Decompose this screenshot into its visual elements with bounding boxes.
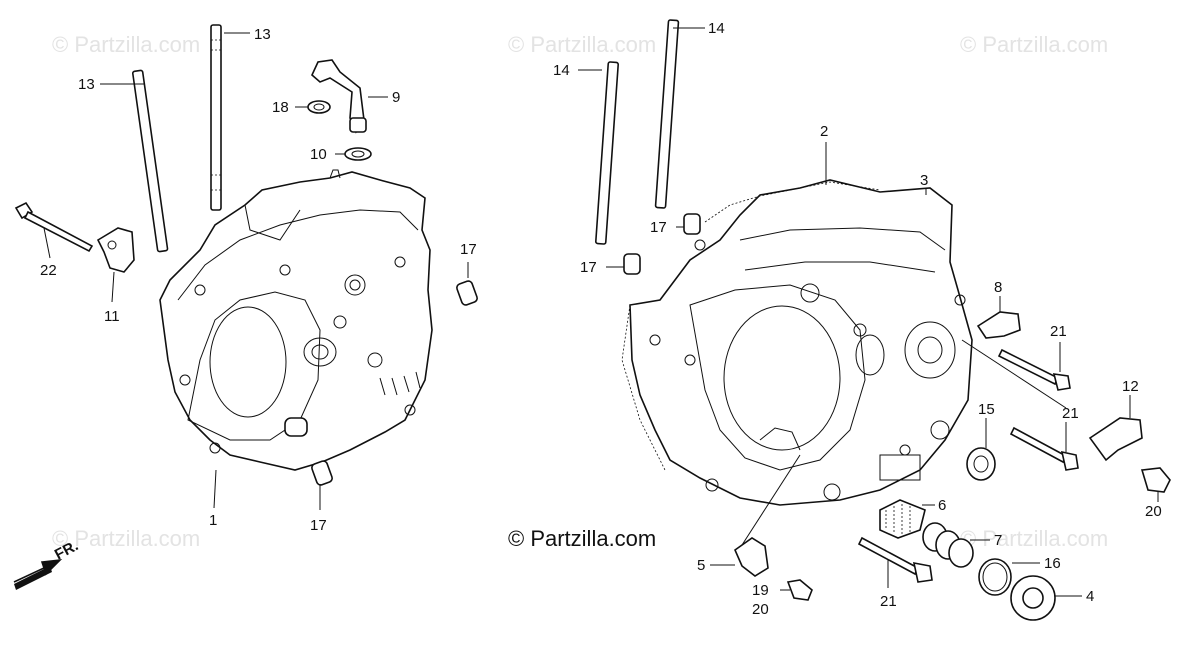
bracket-11 — [96, 227, 135, 273]
callout-14-right: 14 — [708, 20, 725, 37]
breather-tube-9 — [311, 59, 367, 134]
dowel-pin-17-upper-left — [456, 280, 478, 306]
drain-cap-4 — [1010, 575, 1056, 621]
stud-bolt-13-left — [131, 69, 169, 253]
dowel-pin-17-lower-right — [623, 253, 641, 275]
bolt-21-lower — [857, 536, 933, 583]
callout-3: 3 — [920, 172, 928, 189]
spring-7 — [922, 522, 974, 568]
watermark-top-center: © Partzilla.com — [508, 32, 656, 57]
leader-lines — [43, 27, 1159, 597]
callout-21-upper: 21 — [1050, 323, 1067, 340]
watermark-top-left: © Partzilla.com — [52, 32, 200, 57]
callout-7: 7 — [994, 532, 1002, 549]
bolt-21-upper — [997, 348, 1071, 391]
callout-5: 5 — [697, 557, 705, 574]
bracket-8 — [976, 311, 1021, 339]
callout-8: 8 — [994, 279, 1002, 296]
bracket-12 — [1088, 417, 1143, 462]
callout-18: 18 — [272, 99, 289, 116]
clamp-10 — [344, 147, 372, 161]
right-crankcase — [621, 179, 973, 506]
callout-17-right-upper: 17 — [650, 219, 667, 236]
bolt-22 — [14, 201, 94, 253]
callout-12: 12 — [1122, 378, 1139, 395]
callout-17-right-lower: 17 — [580, 259, 597, 276]
callout-20-right: 20 — [1145, 503, 1162, 520]
bolt-20-right — [1140, 467, 1171, 493]
callout-13-left: 13 — [78, 76, 95, 93]
callout-9: 9 — [392, 89, 400, 106]
callout-19: 19 — [752, 582, 769, 599]
watermark-top-right: © Partzilla.com — [960, 32, 1108, 57]
callout-11: 11 — [104, 308, 120, 325]
dowel-pin-17-lower-left — [311, 460, 333, 486]
o-ring-16 — [978, 558, 1012, 596]
clamp-18 — [307, 100, 331, 114]
callout-2: 2 — [820, 123, 828, 140]
watermark-bottom-left: © Partzilla.com — [52, 526, 200, 551]
stud-bolt-14-left — [594, 61, 620, 245]
stud-bolt-14-right — [654, 19, 680, 209]
oil-seal-15 — [966, 447, 996, 481]
callout-numbers: 13 13 9 18 10 22 11 17 1 17 14 14 2 3 17… — [40, 20, 1162, 618]
copyright-label: © Partzilla.com — [508, 526, 656, 551]
front-direction-arrow: FR. — [13, 537, 81, 590]
callout-13-right: 13 — [254, 26, 271, 43]
oil-strainer-6 — [879, 499, 926, 539]
callout-15: 15 — [978, 401, 995, 418]
callout-16: 16 — [1044, 555, 1061, 572]
bolt-21-middle — [1009, 426, 1079, 471]
left-crankcase — [159, 169, 433, 471]
callout-20-lower: 20 — [752, 601, 769, 618]
callout-22: 22 — [40, 262, 57, 279]
callout-21-middle: 21 — [1062, 405, 1079, 422]
stud-bolt-13-right — [210, 24, 222, 211]
plate-5 — [734, 537, 769, 577]
callout-10: 10 — [310, 146, 327, 163]
callout-4: 4 — [1086, 588, 1094, 605]
dowel-pin-17-upper-right — [683, 213, 701, 235]
callout-14-left: 14 — [553, 62, 570, 79]
callout-17-left-upper: 17 — [460, 241, 477, 258]
watermark-bottom-right: © Partzilla.com — [960, 526, 1108, 551]
callout-17-left-lower: 17 — [310, 517, 327, 534]
callout-6: 6 — [938, 497, 946, 514]
bolt-19-20 — [786, 579, 813, 601]
callout-21-lower: 21 — [880, 593, 897, 610]
callout-1: 1 — [209, 512, 217, 529]
